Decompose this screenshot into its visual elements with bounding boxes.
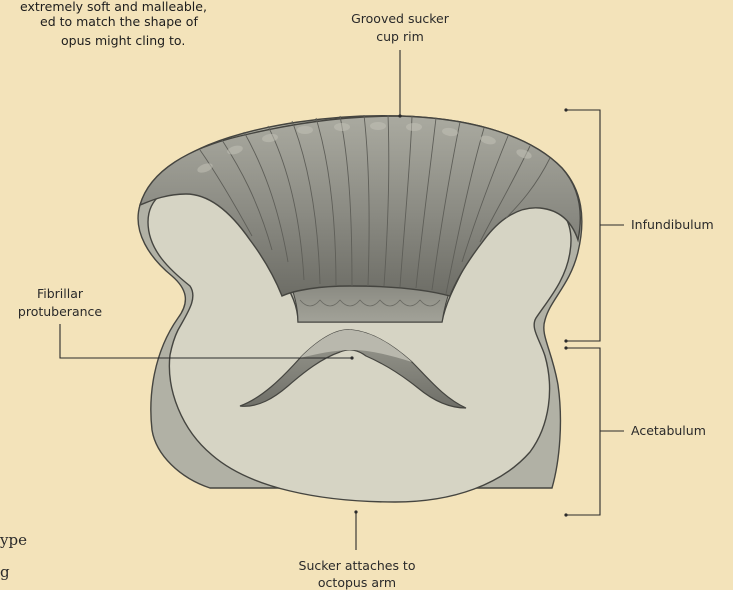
label-infundibulum: Infundibulum — [631, 217, 714, 232]
leader-attach-dot — [354, 510, 357, 513]
label-attach-line-1: Sucker attaches to — [299, 558, 416, 573]
leader-rim-dot — [398, 114, 401, 117]
bracket-acetabulum-dot-bottom — [564, 513, 567, 516]
caption-line-1: extremely soft and malleable, — [20, 0, 207, 14]
label-attach-line-2: octopus arm — [318, 575, 396, 590]
edge-text-line-2: g — [0, 563, 10, 581]
leader-fibrillar-dot — [350, 356, 353, 359]
caption-line-2: ed to match the shape of — [40, 14, 198, 29]
label-rim-line-2: cup rim — [376, 29, 424, 44]
label-rim-line-1: Grooved sucker — [351, 11, 450, 26]
bracket-acetabulum — [566, 348, 600, 515]
bracket-infundibulum-dot-top — [564, 108, 567, 111]
label-fibrillar-line-1: Fibrillar — [37, 286, 84, 301]
caption-line-3: opus might cling to. — [61, 33, 185, 48]
bracket-acetabulum-dot-top — [564, 346, 567, 349]
bracket-infundibulum-dot-bottom — [564, 339, 567, 342]
label-acetabulum: Acetabulum — [631, 423, 706, 438]
edge-text-line-1: ype — [0, 531, 27, 549]
label-fibrillar-line-2: protuberance — [18, 304, 102, 319]
